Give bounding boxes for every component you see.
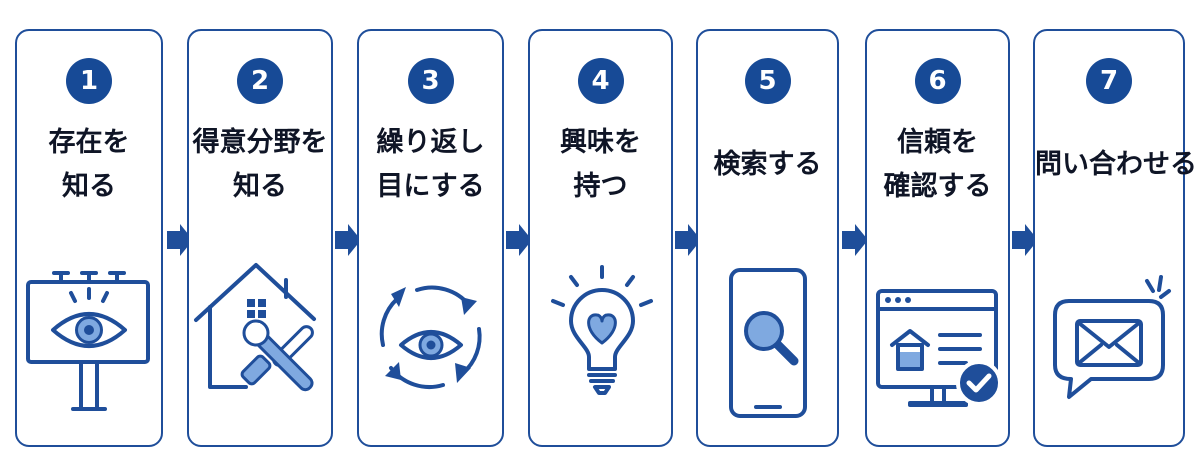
step-title: 問い合わせる [1035,149,1197,180]
step-number-badge: 4 [577,58,624,104]
step-number-badge: 2 [237,58,283,104]
step-card-2: 2 得意分野を 知る [187,29,333,447]
flow-arrow-right [1010,220,1040,260]
step-number-badge: 7 [1086,58,1132,104]
step-title: 検索する [713,149,822,180]
flow-arrow-right [165,220,195,260]
smartphone-search-icon [698,235,838,418]
step-card-3: 3 繰り返し 目にする [357,29,504,447]
step-card-5: 5 検索する [696,29,839,447]
billboard-eye-icon [19,235,159,411]
step-number-badge: 1 [66,58,112,104]
step-title: 信頼を 確認する [883,127,992,202]
step-title: 存在を 知る [48,127,130,202]
step-card-4: 4 興味を 持つ [528,29,673,447]
lightbulb-heart-icon [531,235,671,405]
flow-arrow-right [840,220,870,260]
step-card-6: 6 信頼を 確認する [865,29,1010,447]
flow-arrow-right [673,220,703,260]
step-title: 興味を 持つ [560,127,641,202]
step-title: 得意分野を 知る [192,127,328,202]
flow-arrow-right [504,220,534,260]
mail-bubble-icon [1039,235,1179,405]
website-check-icon [868,235,1008,407]
step-number-badge: 6 [914,58,961,104]
step-card-1: 1 存在を 知る [15,29,163,447]
flow-arrow-right [333,220,363,260]
step-number-badge: 3 [407,58,454,104]
cycle-eye-icon [361,235,501,405]
step-title: 繰り返し 目にする [376,127,485,202]
house-tools-icon [190,235,330,405]
step-card-7: 7 問い合わせる [1033,29,1197,447]
step-number-badge: 5 [744,58,791,104]
